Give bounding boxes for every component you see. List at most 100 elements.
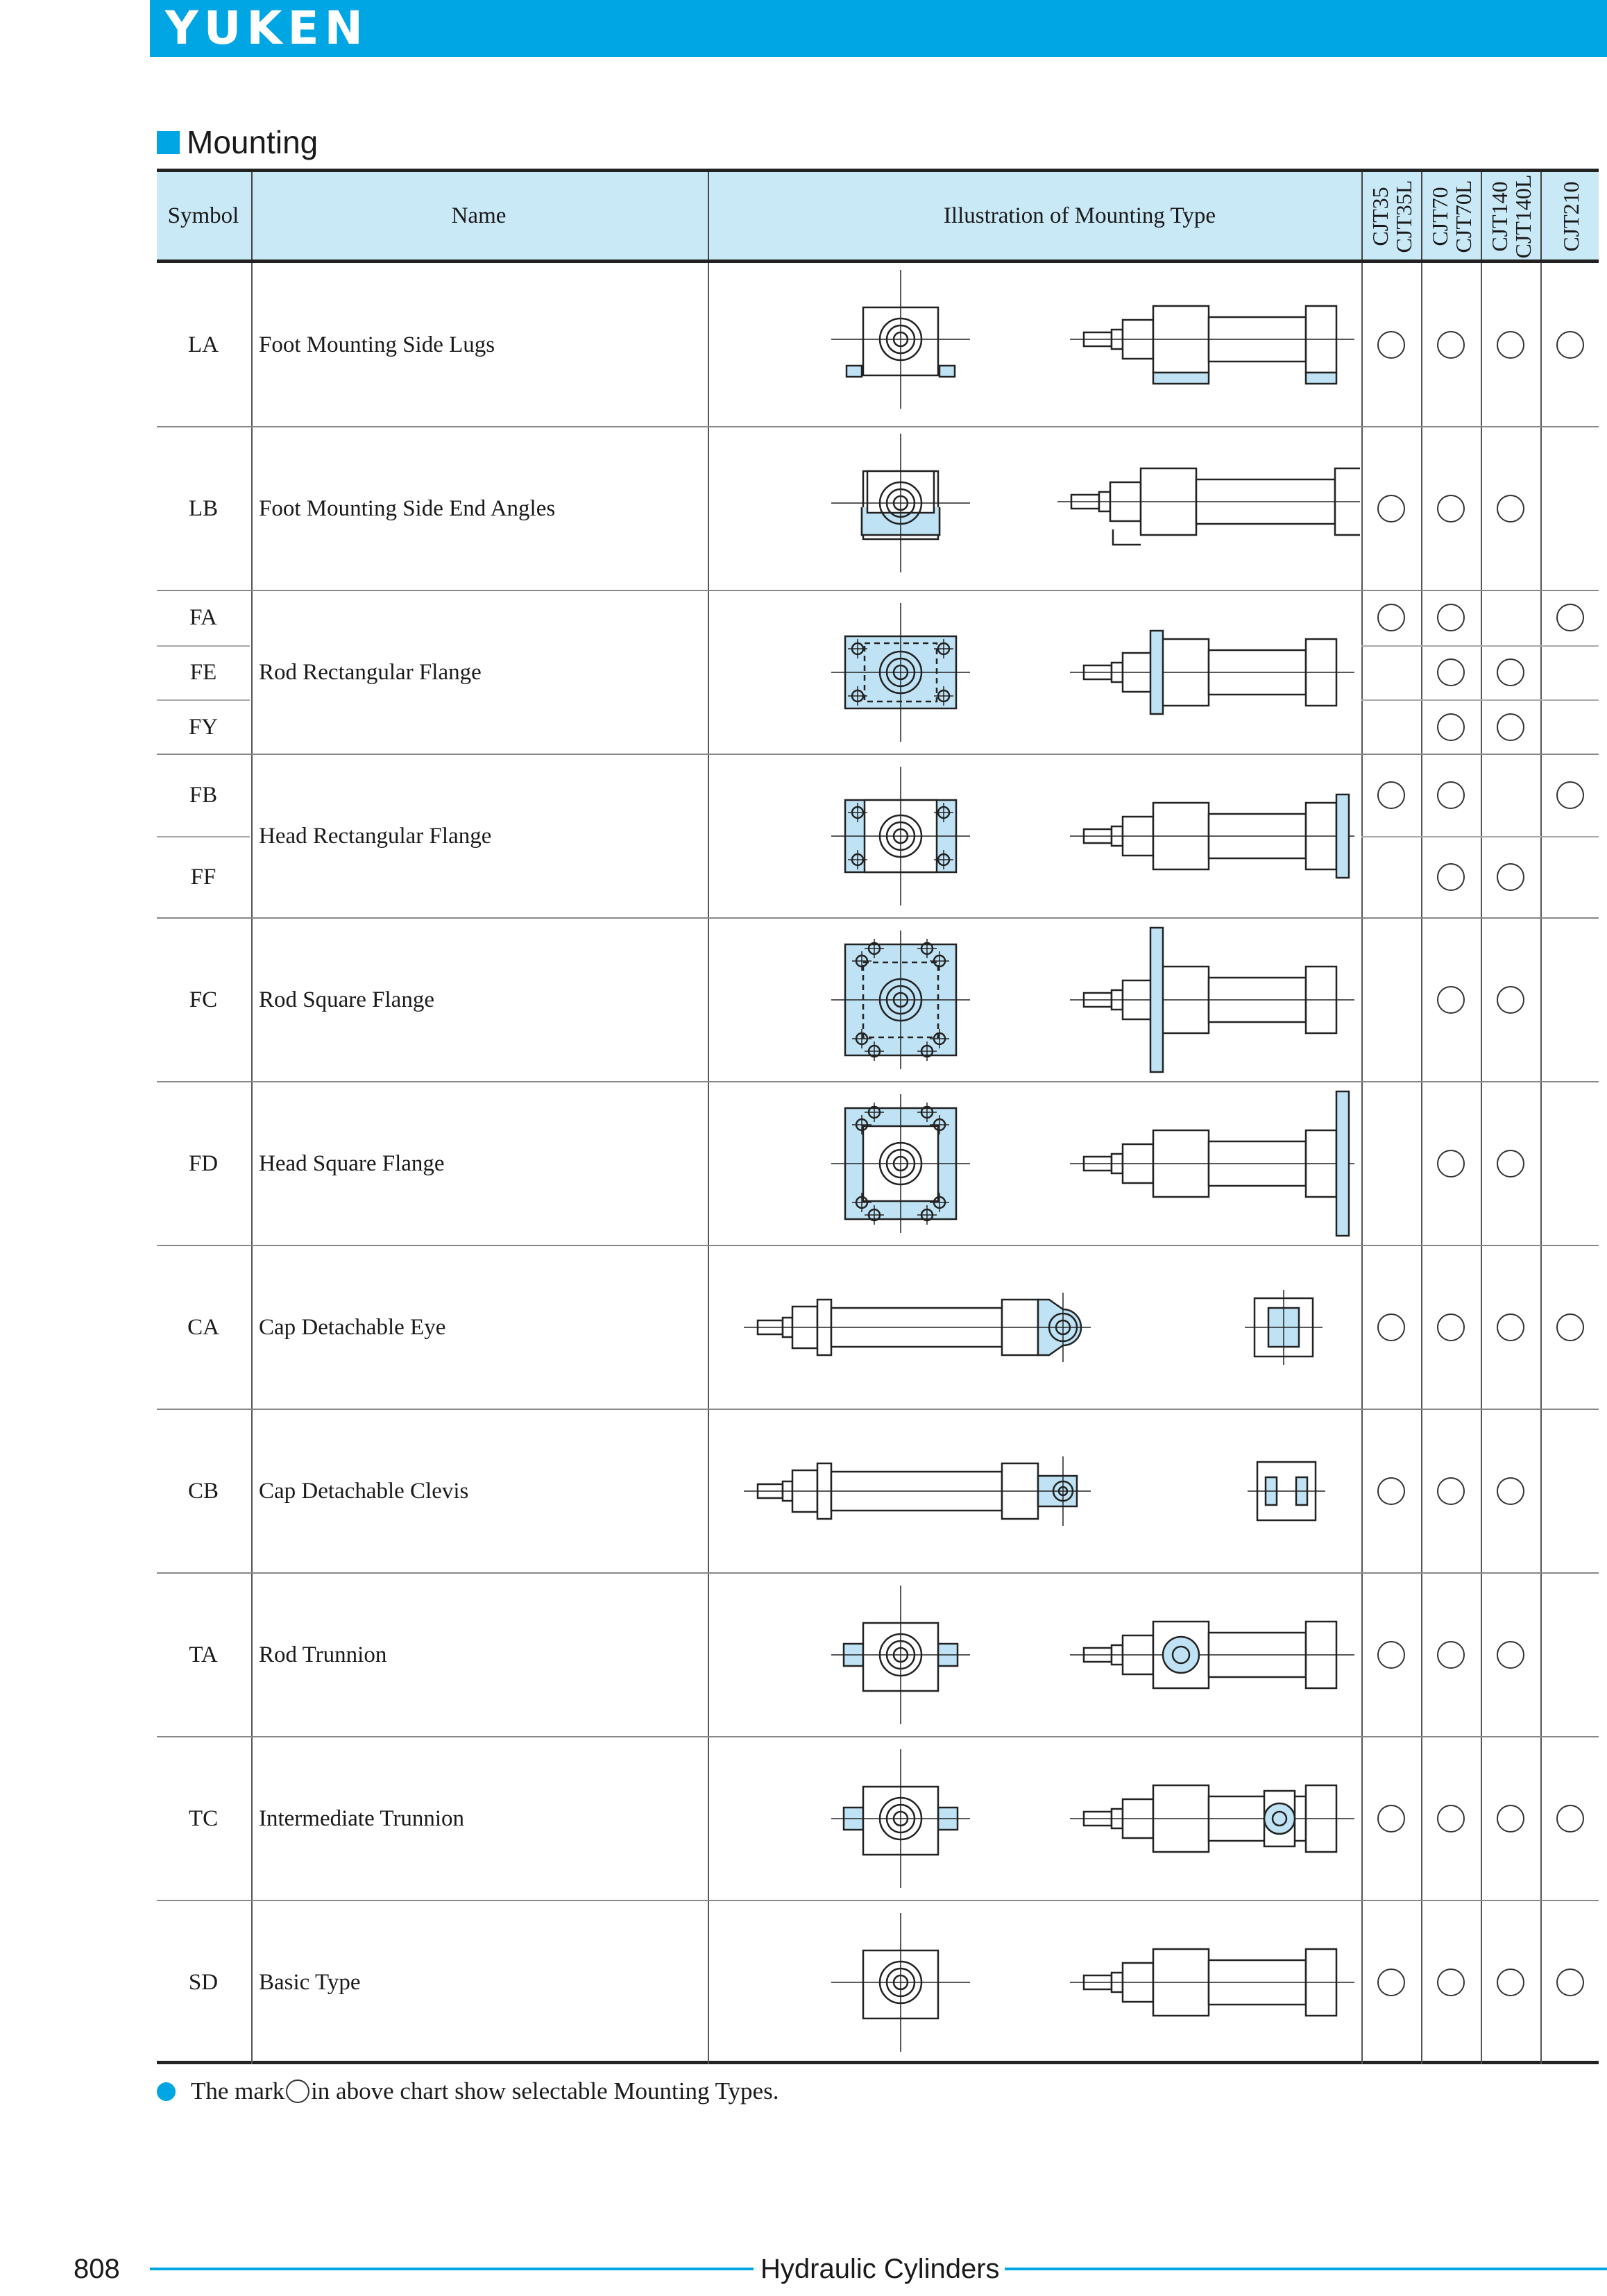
selectable-mark-icon: [286, 2080, 310, 2103]
mounting-drawing: [831, 1749, 1354, 1888]
row-divider: [157, 590, 1599, 591]
header-symbol: Symbol: [167, 203, 239, 228]
symbol-cell: FC: [189, 987, 218, 1012]
selectable-mark: [1497, 1150, 1524, 1177]
mounting-drawing: [831, 1913, 1354, 2052]
illustration-basic-type: [709, 1900, 1360, 2063]
illustration-foot-end-angles: [709, 427, 1360, 589]
mounting-name: Rod Square Flange: [259, 987, 434, 1012]
illustration-intermediate-trunnion: [709, 1737, 1360, 1899]
row-divider: [157, 917, 1599, 919]
mounting-drawing: [744, 1290, 1323, 1365]
row-divider: [157, 1081, 1599, 1082]
selectable-mark: [1377, 604, 1405, 632]
selectable-mark: [1556, 1313, 1584, 1341]
selectable-mark: [1497, 713, 1524, 741]
illustration-rod-square-flange: [709, 918, 1360, 1080]
header-column-divider: [708, 172, 709, 260]
sub-row-divider: [1361, 836, 1599, 837]
mounting-table: Symbol Name Illustration of Mounting Typ…: [157, 169, 1599, 2064]
footer-title: Hydraulic Cylinders: [760, 2254, 1000, 2284]
symbol-cell: TA: [189, 1642, 218, 1667]
illustration-foot-side-lugs: [709, 263, 1360, 425]
illustration-rod-rect-flange: [709, 590, 1360, 753]
symbol-cell: FY: [188, 714, 219, 740]
mounting-drawing: [831, 434, 1360, 572]
bullet-icon: [157, 2082, 176, 2101]
mounting-name: Head Square Flange: [259, 1151, 445, 1176]
mounting-drawing: [831, 1090, 1354, 1237]
header-column-divider: [1421, 172, 1422, 260]
sub-row-divider: [1361, 699, 1599, 701]
selectable-mark: [1497, 986, 1524, 1014]
footer-rule-left: [150, 2268, 754, 2270]
selectable-mark: [1437, 863, 1465, 891]
illustration-head-rect-flange: [709, 754, 1360, 917]
selectable-mark: [1377, 495, 1405, 522]
selectable-mark: [1437, 604, 1465, 632]
row-divider: [157, 1900, 1599, 1901]
mounting-name: Foot Mounting Side End Angles: [259, 496, 556, 521]
row-divider: [157, 1245, 1599, 1246]
brand-header-bar: YUKEN: [150, 0, 1607, 57]
symbol-cell: LA: [188, 332, 219, 357]
header-illustration: Illustration of Mounting Type: [943, 203, 1216, 228]
table-header: [157, 172, 1599, 261]
column-divider: [708, 263, 709, 2064]
selectable-mark: [1497, 1805, 1524, 1832]
mounting-name: Rod Trunnion: [259, 1642, 387, 1667]
symbol-cell: FD: [188, 1151, 219, 1176]
selectable-mark: [1437, 1641, 1465, 1669]
selectable-mark: [1437, 1313, 1465, 1341]
selectable-mark: [1437, 986, 1465, 1014]
selectable-mark: [1497, 1968, 1524, 1996]
symbol-cell: FB: [189, 783, 218, 808]
selectable-mark: [1437, 781, 1465, 809]
selectable-mark: [1556, 604, 1584, 632]
mounting-drawing: [831, 926, 1354, 1073]
symbol-cell: FF: [190, 865, 216, 890]
selectable-mark: [1497, 863, 1524, 891]
mounting-name: Cap Detachable Clevis: [259, 1479, 469, 1504]
selectable-mark: [1497, 658, 1524, 686]
selectable-mark: [1377, 1805, 1405, 1832]
section-heading: Mounting: [157, 124, 318, 161]
column-divider: [1361, 263, 1363, 2064]
header-column-divider: [1540, 172, 1542, 260]
selectable-mark: [1497, 331, 1524, 359]
mounting-drawing: [831, 603, 1354, 742]
table-top-rule: [157, 169, 1599, 172]
illustration-rod-trunnion: [709, 1573, 1360, 1735]
row-divider: [157, 426, 1599, 427]
mounting-name: Head Rectangular Flange: [259, 824, 492, 849]
selectable-mark: [1556, 331, 1584, 359]
symbol-cell: FA: [189, 605, 217, 631]
mounting-name: Basic Type: [259, 1970, 361, 1995]
page-footer: 808 Hydraulic Cylinders: [0, 2248, 1607, 2290]
header-series-cjt35: CJT35 CJT35L: [1368, 180, 1416, 253]
header-series-cjt70: CJT70 CJT70L: [1427, 180, 1476, 253]
selectable-mark: [1437, 1150, 1465, 1177]
selectable-mark: [1497, 1313, 1524, 1341]
table-header-rule: [157, 260, 1599, 263]
selectable-mark: [1437, 495, 1465, 522]
illustration-cap-clevis: [709, 1409, 1360, 1572]
column-divider: [1481, 263, 1482, 2064]
mounting-drawing: [831, 767, 1354, 905]
note-prefix: The mark: [191, 2077, 285, 2104]
selectable-mark: [1437, 658, 1465, 686]
illustration-head-square-flange: [709, 1082, 1360, 1244]
header-column-divider: [1481, 172, 1482, 260]
selectable-mark: [1437, 1477, 1465, 1505]
mounting-name: Cap Detachable Eye: [259, 1315, 446, 1340]
column-divider: [1421, 263, 1422, 2064]
sub-row-divider: [1361, 645, 1599, 647]
section-square-icon: [157, 130, 180, 154]
selectable-mark: [1497, 1477, 1524, 1505]
selectable-mark: [1377, 1477, 1405, 1505]
mounting-name: Intermediate Trunnion: [259, 1806, 465, 1831]
note-suffix: in above chart show selectable Mounting …: [311, 2077, 779, 2104]
symbol-cell: CA: [187, 1315, 219, 1340]
column-divider: [1540, 263, 1542, 2064]
sub-row-divider: [157, 645, 250, 647]
